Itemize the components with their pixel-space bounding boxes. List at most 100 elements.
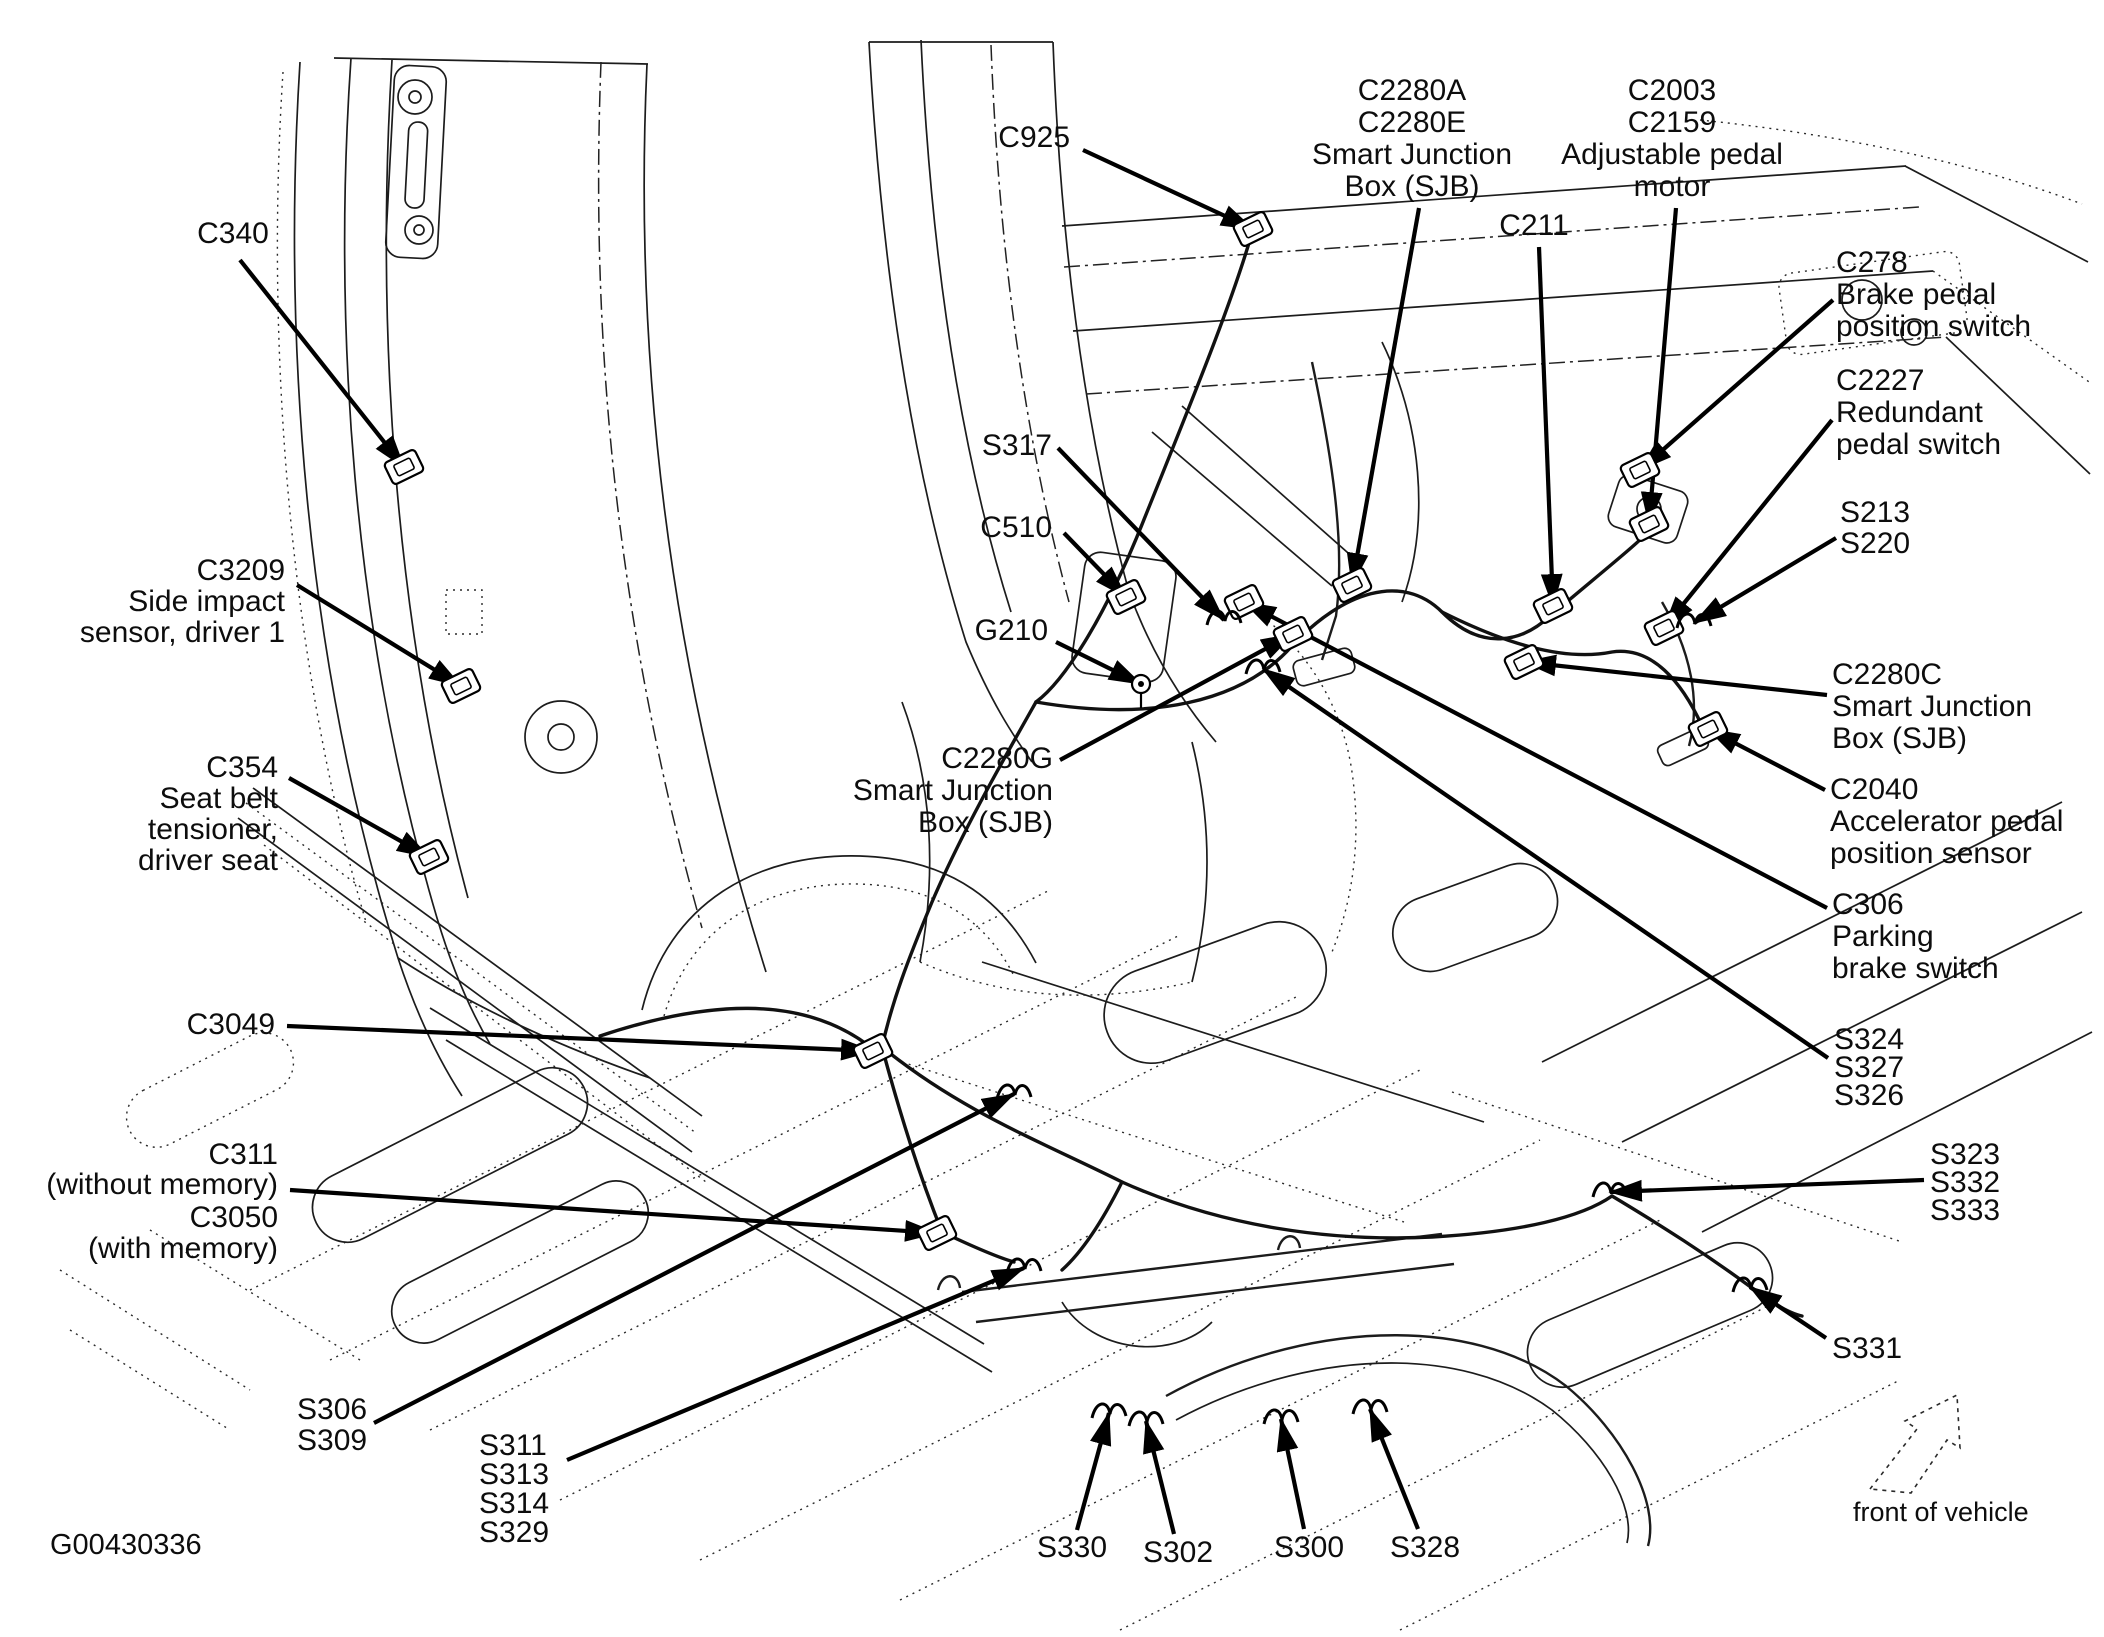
callout-s306-leader — [373, 1092, 1016, 1425]
callout-c2227-leader — [1662, 418, 1834, 630]
callout-c2003-node — [1628, 506, 1670, 542]
callout-s330-label: S330 — [1037, 1531, 1107, 1564]
callout-c306-node — [1223, 584, 1265, 620]
side-impact-sensor-shape — [445, 589, 483, 635]
callout-c278-node — [1619, 452, 1661, 488]
callout-s300-leader — [1276, 1417, 1307, 1530]
harness-art — [598, 227, 1804, 1547]
callout-c340-label: C340 — [197, 217, 269, 250]
callout-s317-node — [1205, 609, 1243, 626]
callout-s328-node — [1351, 1398, 1389, 1415]
callout-s324-node — [1244, 658, 1282, 675]
belt-retractor-shape — [524, 700, 598, 774]
callout-c278-leader — [1638, 298, 1835, 472]
callout-s328-label: S328 — [1390, 1531, 1460, 1564]
tunnel-shape — [901, 701, 931, 963]
callout-c2280c-node — [1503, 644, 1545, 680]
callout-c311-label: C311(without memory) — [46, 1138, 278, 1201]
callout-c2280c-leader — [1522, 654, 1828, 698]
crossmember-art — [936, 1232, 1455, 1348]
leader-lines-layer — [238, 148, 1925, 1535]
callout-c2040-node — [1687, 711, 1729, 747]
callout-s324-leader — [1261, 667, 1830, 1060]
callout-s300-node — [1262, 1408, 1300, 1425]
pedal-assembly-art — [1245, 341, 1710, 953]
vehicle-line-art — [59, 39, 2093, 1631]
callout-c3050-label: C3050(with memory) — [88, 1201, 278, 1265]
callout-c925-label: C925 — [998, 121, 1070, 154]
callout-c211-label: C211 — [1499, 209, 1569, 242]
callout-s311-leader — [566, 1266, 1026, 1462]
callout-s300-label: S300 — [1274, 1531, 1344, 1564]
callout-c3049-node — [852, 1033, 894, 1069]
callout-s323-node — [1591, 1181, 1629, 1198]
dash-panel-art — [1061, 119, 2093, 587]
callout-c2280a-node — [1331, 567, 1373, 603]
callout-s213-node — [1675, 612, 1713, 629]
front-of-vehicle-arrow — [1868, 1393, 1961, 1494]
callout-s302-label: S302 — [1143, 1536, 1213, 1569]
callout-c211-leader — [1536, 246, 1563, 608]
callout-c354-leader — [287, 776, 431, 859]
seat-belt-anchor-plate — [384, 64, 448, 260]
callout-c3049-label: C3049 — [187, 1008, 275, 1041]
callout-s328-leader — [1368, 1407, 1420, 1530]
brake-pedal-arm-shape — [1310, 361, 1341, 661]
callout-s213-leader — [1692, 536, 1838, 625]
callout-c340-leader — [238, 258, 406, 469]
callout-s331-label: S331 — [1832, 1332, 1902, 1365]
callout-s306-node — [995, 1083, 1033, 1100]
floor-pan-art — [125, 701, 2093, 1631]
callout-c311-node — [916, 1215, 958, 1251]
callout-g210-node — [1130, 673, 1152, 708]
callout-c510-leader — [1062, 531, 1128, 599]
callout-c306-leader — [1242, 600, 1828, 910]
callout-c3049-leader — [286, 1023, 875, 1061]
callout-s317-leader — [1056, 446, 1226, 622]
callout-s317-label: S317 — [982, 429, 1052, 462]
callout-c2040-leader — [1706, 727, 1826, 792]
callout-s302-node — [1127, 1410, 1165, 1427]
callout-c3209-node — [440, 668, 482, 704]
callout-s311-node — [1005, 1257, 1043, 1274]
callout-c925-leader — [1082, 148, 1255, 231]
callout-c510-node — [1105, 579, 1147, 615]
callout-g210-label: G210 — [975, 614, 1048, 647]
callout-c211-node — [1532, 588, 1574, 624]
connector-nodes-layer — [383, 211, 1769, 1427]
sill-art — [59, 787, 1037, 1431]
callout-g210-leader — [1055, 640, 1143, 686]
steering-column-shape — [1151, 431, 1333, 587]
callout-s302-leader — [1143, 1419, 1177, 1535]
callout-s331-leader — [1748, 1285, 1828, 1340]
callout-c2280g-leader — [1059, 632, 1295, 762]
callout-c354-node — [408, 839, 450, 875]
figure-id: G00430336 — [50, 1529, 202, 1561]
callout-s330-node — [1090, 1402, 1128, 1419]
callout-s323-leader — [1608, 1177, 1925, 1202]
callout-c3209-leader — [295, 583, 463, 688]
callout-c311-leader — [289, 1187, 939, 1242]
callout-s330-leader — [1074, 1411, 1112, 1531]
front-of-vehicle-label: front of vehicle — [1853, 1497, 2029, 1527]
callout-c925-node — [1232, 211, 1274, 247]
callout-c2280g-node — [1272, 616, 1314, 652]
callout-c340-node — [383, 449, 425, 485]
